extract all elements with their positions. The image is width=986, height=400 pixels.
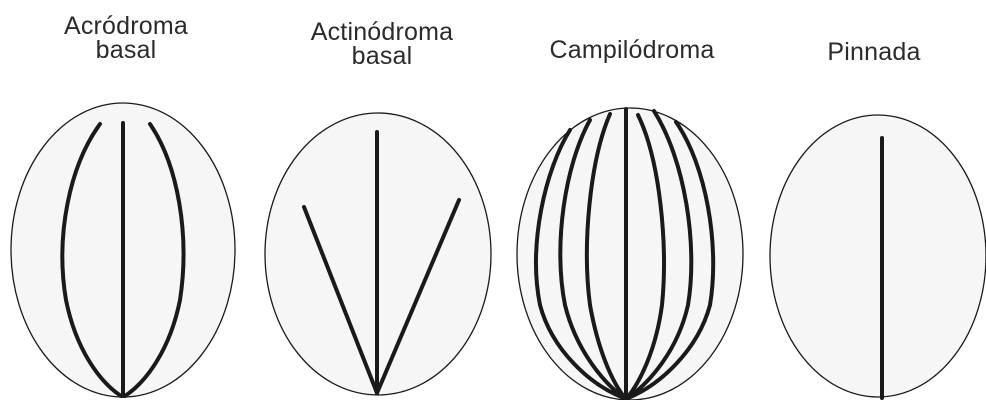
leaf-actinodroma-basal	[265, 113, 491, 395]
leaf-pinnada	[770, 115, 986, 398]
leaf-campilodroma	[517, 108, 743, 400]
leaf-acrodroma-basal	[11, 103, 235, 397]
leaf-outline-pinnada	[770, 115, 986, 397]
leaf-outline-campilodroma	[517, 108, 743, 400]
